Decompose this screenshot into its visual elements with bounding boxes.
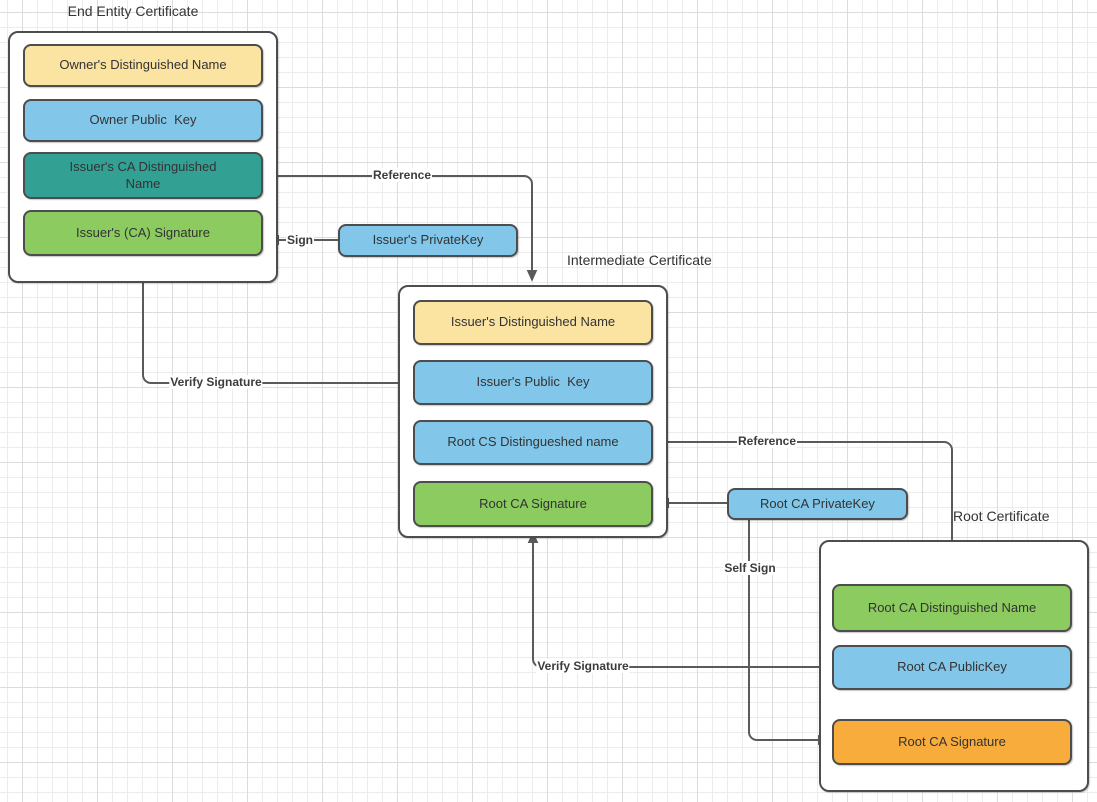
verify-signature-arrow-2 (527, 531, 832, 668)
issuer-private-key-box: Issuer's PrivateKey (338, 224, 518, 257)
root-ca-signature-intermediate-box: Root CA Signature (413, 481, 653, 527)
issuer-ca-distinguished-name-box: Issuer's CA Distinguished Name (23, 152, 263, 199)
intermediate-certificate-group: Issuer's Distinguished Name Issuer's Pub… (398, 285, 668, 538)
edge-label-sign: Sign (286, 233, 314, 247)
root-certificate-group: Root CA Distinguished Name Root CA Publi… (819, 540, 1089, 792)
root-ca-private-key-box: Root CA PrivateKey (727, 488, 908, 520)
edge-label-reference-1: Reference (371, 168, 433, 182)
root-ca-signature-root-box: Root CA Signature (832, 719, 1072, 765)
root-ca-distinguished-name-box: Root CA Distinguished Name (832, 584, 1072, 632)
root-ca-public-key-box: Root CA PublicKey (832, 645, 1072, 690)
edge-label-verify-signature-2: Verify Signature (536, 659, 630, 673)
owner-public-key-box: Owner Public Key (23, 99, 263, 142)
edge-label-verify-signature-1: Verify Signature (169, 375, 263, 389)
self-sign-arrow (748, 520, 830, 746)
root-cs-distinguished-name-box: Root CS Distingueshed name (413, 420, 653, 465)
edge-label-self-sign: Self Sign (723, 561, 777, 575)
root-certificate-title: Root Certificate (953, 508, 1050, 524)
end-entity-certificate-group: Owner's Distinguished Name Owner Public … (8, 31, 278, 283)
end-entity-certificate-title: End Entity Certificate (67, 3, 199, 19)
issuer-public-key-box: Issuer's Public Key (413, 360, 653, 405)
edge-label-reference-2: Reference (736, 434, 798, 448)
intermediate-certificate-title: Intermediate Certificate (567, 252, 712, 268)
issuer-ca-signature-box: Issuer's (CA) Signature (23, 210, 263, 256)
owner-distinguished-name-box: Owner's Distinguished Name (23, 44, 263, 87)
issuer-distinguished-name-box: Issuer's Distinguished Name (413, 300, 653, 345)
